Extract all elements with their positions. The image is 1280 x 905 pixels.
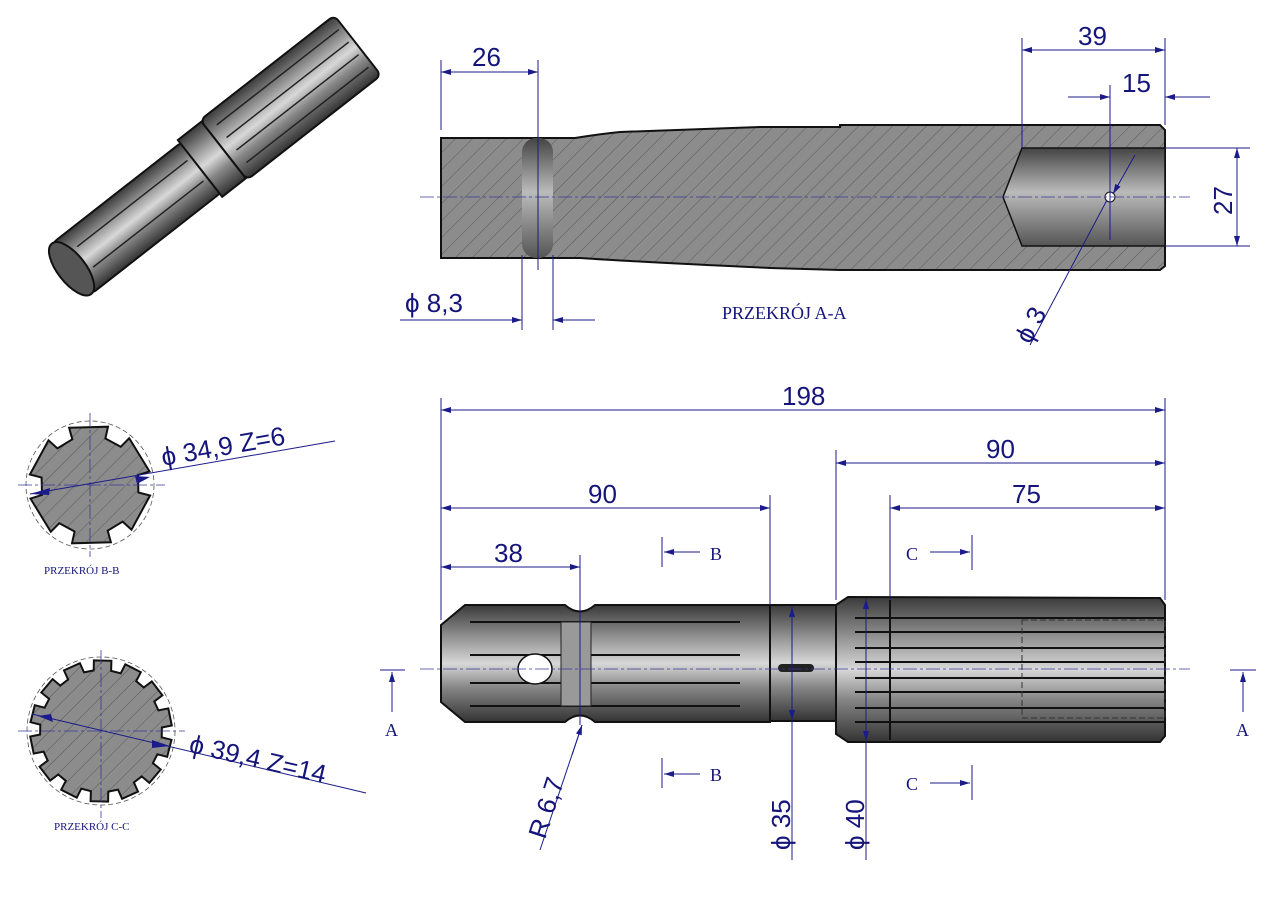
marker-b-label: B [710, 544, 722, 564]
section-c-c: ϕ 39,4 Z=14 PRZEKRÓJ C-C [18, 650, 367, 833]
section-b-b: ϕ 34,9 Z=6 PRZEKRÓJ B-B [18, 413, 336, 577]
dim-pin-position: 15 [1122, 68, 1151, 98]
dim-spline-diameter: ϕ 40 [840, 799, 870, 850]
marker-b-label: B [710, 765, 722, 785]
marker-a-label: A [1236, 720, 1249, 740]
side-view-shaft [420, 595, 1190, 743]
dim-groove-position: 26 [472, 42, 501, 72]
dim-total-length: 198 [782, 381, 825, 411]
marker-b-bottom: B [661, 758, 722, 788]
marker-c-label: C [906, 544, 918, 564]
marker-c-bottom: C [906, 765, 973, 800]
dim-groove-radius: R 6,7 [522, 773, 570, 841]
marker-a-left: A [380, 669, 405, 740]
dim-right-length: 90 [986, 434, 1015, 464]
dim-groove-diameter: ϕ 8,3 [405, 288, 463, 318]
side-view-dimensions: 198 90 90 75 38 R 6,7 ϕ 35 ϕ 40 B [380, 381, 1256, 860]
section-c-spec: ϕ 39,4 Z=14 [187, 729, 330, 790]
section-b-title: PRZEKRÓJ B-B [44, 565, 120, 577]
dim-left-length: 90 [588, 479, 617, 509]
section-c-title: PRZEKRÓJ C-C [54, 821, 130, 833]
dim-groove-position: 38 [494, 538, 523, 568]
section-a-title: PRZEKRÓJ A-A [722, 302, 847, 323]
dim-collar-diameter: ϕ 35 [766, 799, 796, 850]
dim-pin-diameter: ϕ 3 [1009, 302, 1053, 348]
marker-b-top: B [661, 537, 722, 567]
marker-c-label: C [906, 774, 918, 794]
dim-bore-depth: 39 [1078, 21, 1107, 51]
dim-bore-diameter: 27 [1208, 186, 1238, 215]
isometric-shaft-view [47, 16, 380, 297]
section-a-a [420, 124, 1190, 271]
marker-a-right: A [1230, 669, 1256, 740]
section-b-spec: ϕ 34,9 Z=6 [159, 421, 287, 472]
dim-spline-length: 75 [1012, 479, 1041, 509]
section-a-dimensions: 26 39 15 27 ϕ 8,3 ϕ 3 PRZEKRÓJ A-A [400, 21, 1250, 348]
marker-c-top: C [906, 535, 973, 570]
marker-a-label: A [385, 720, 398, 740]
